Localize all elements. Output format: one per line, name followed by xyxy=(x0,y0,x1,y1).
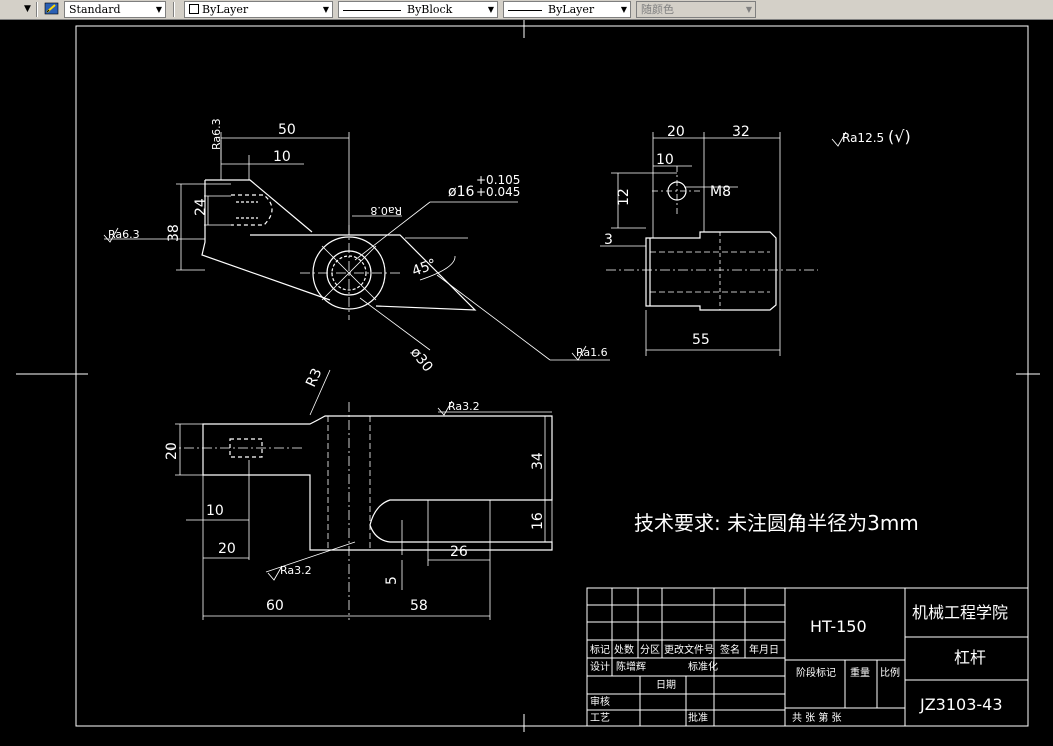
dim-45-degree: 45° xyxy=(410,256,439,280)
dim-26: 26 xyxy=(450,544,468,560)
toolbar-separator xyxy=(173,2,175,17)
technical-requirements: 技术要求: 未注圆角半径为3mm xyxy=(634,511,919,535)
color-swatch-icon xyxy=(189,4,199,14)
linetype-select[interactable]: ByBlock ▼ xyxy=(338,1,498,18)
chevron-down-icon: ▼ xyxy=(322,5,329,14)
plot-style-value: 随颜色 xyxy=(641,3,674,16)
tb-count: 处数 xyxy=(614,643,634,656)
roughness-ra16: Ra1.6 xyxy=(576,346,608,359)
front-view xyxy=(201,179,477,311)
chevron-down-icon: ▼ xyxy=(487,5,494,14)
roughness-ra32-bottom: Ra3.2 xyxy=(280,564,312,577)
tb-design: 设计 xyxy=(590,660,610,673)
linetype-preview-icon xyxy=(343,9,401,11)
dim-12: 12 xyxy=(616,188,632,206)
text-style-icon[interactable] xyxy=(44,2,60,16)
tb-check: 审核 xyxy=(590,695,610,708)
toolbar-separator xyxy=(36,2,38,17)
title-block xyxy=(586,587,1029,727)
dim-3: 3 xyxy=(604,232,613,248)
roughness-ra32-top: Ra3.2 xyxy=(448,400,480,413)
roughness-ra63-left: Ra6.3 xyxy=(108,228,140,241)
plot-style-select: 随颜色 ▼ xyxy=(636,1,756,18)
text-style-select[interactable]: Standard ▼ xyxy=(64,1,166,18)
dim-phi16: ø16 xyxy=(448,184,474,200)
lineweight-value: ByLayer xyxy=(548,3,595,16)
roughness-symbol-icon xyxy=(571,345,587,361)
dim-38: 38 xyxy=(166,224,182,242)
tb-weight: 重量 xyxy=(850,666,870,679)
dim-10b: 10 xyxy=(656,152,674,168)
tb-doc-no: 更改文件号 xyxy=(664,643,714,656)
tb-school: 机械工程学院 xyxy=(912,603,1008,622)
chevron-down-icon: ▼ xyxy=(155,5,162,14)
dim-m8: M8 xyxy=(710,184,731,200)
dim-r3: R3 xyxy=(303,366,325,390)
dim-34: 34 xyxy=(530,452,546,470)
dim-5: 5 xyxy=(384,576,400,585)
tolerance-lower: +0.045 xyxy=(476,185,520,199)
tb-scale: 比例 xyxy=(880,666,900,679)
dim-32: 32 xyxy=(732,124,750,140)
roughness-symbol-icon xyxy=(103,227,119,243)
dim-16: 16 xyxy=(530,512,546,530)
tb-drawing-no: JZ3103-43 xyxy=(919,695,1003,714)
dim-50: 50 xyxy=(278,122,296,138)
tb-sheets: 共 张 第 张 xyxy=(792,711,842,724)
roughness-symbol-icon xyxy=(437,400,453,416)
chevron-down-icon: ▼ xyxy=(745,5,752,14)
chevron-down-icon: ▼ xyxy=(620,5,627,14)
linetype-value: ByBlock xyxy=(407,3,453,16)
roughness-ra125: Ra12.5 xyxy=(842,131,884,145)
side-view xyxy=(645,181,777,311)
roughness-symbol-icon xyxy=(267,565,283,581)
tb-designer: 陈增辉 xyxy=(616,660,646,673)
lineweight-preview-icon xyxy=(508,9,542,11)
tb-date2: 日期 xyxy=(656,679,676,691)
text-style-value: Standard xyxy=(69,3,121,16)
dim-55: 55 xyxy=(692,332,710,348)
tb-standard: 标准化 xyxy=(688,660,718,673)
roughness-ra125-suffix: (√) xyxy=(888,127,911,146)
roughness-ra63-top: Ra6.3 xyxy=(210,118,223,150)
dropdown-arrow-icon[interactable]: ▼ xyxy=(24,4,31,14)
layer-value: ByLayer xyxy=(202,3,249,16)
properties-toolbar: ▼ Standard ▼ ByLayer ▼ ByBlock ▼ ByLayer… xyxy=(0,0,1053,20)
tb-stage-mark: 阶段标记 xyxy=(796,666,836,679)
drawing-frame xyxy=(75,25,1029,727)
tb-date: 年月日 xyxy=(749,643,779,656)
dim-58: 58 xyxy=(410,598,428,614)
dim-24: 24 xyxy=(193,198,209,216)
dim-10c: 10 xyxy=(206,503,224,519)
tb-zone: 分区 xyxy=(640,644,660,656)
roughness-symbol-icon xyxy=(831,131,847,147)
dim-20: 20 xyxy=(667,124,685,140)
dim-10: 10 xyxy=(273,149,291,165)
layer-select[interactable]: ByLayer ▼ xyxy=(184,1,333,18)
lineweight-select[interactable]: ByLayer ▼ xyxy=(503,1,631,18)
drawing-canvas[interactable]: 50 10 24 38 ø16 +0.105 +0.045 45° ø30 20… xyxy=(0,20,1053,746)
dim-20c: 20 xyxy=(218,541,236,557)
dim-20b: 20 xyxy=(164,442,180,460)
dim-60: 60 xyxy=(266,598,284,614)
dim-phi30: ø30 xyxy=(407,345,436,376)
top-view xyxy=(202,415,553,551)
tolerance-upper: +0.105 xyxy=(476,173,520,187)
roughness-ra08: Ra0.8 xyxy=(370,204,402,217)
tb-mark: 标记 xyxy=(590,644,610,656)
tb-part-name: 杠杆 xyxy=(954,648,986,667)
tb-process: 工艺 xyxy=(590,712,610,724)
tb-material: HT-150 xyxy=(810,617,867,636)
tb-approve: 批准 xyxy=(688,711,708,724)
tb-sign: 签名 xyxy=(720,643,740,656)
